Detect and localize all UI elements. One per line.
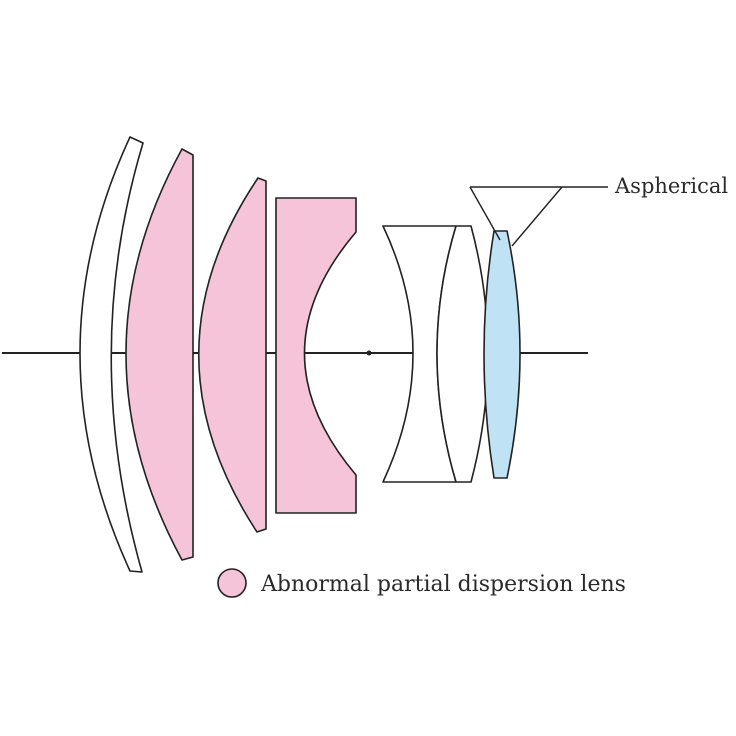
lens-element-2 bbox=[125, 148, 194, 561]
legend-swatch-abnormal-dispersion bbox=[217, 568, 247, 598]
aspherical-callout bbox=[469, 186, 608, 247]
callout-left-pointer bbox=[469, 186, 501, 241]
aperture-marker bbox=[366, 350, 372, 356]
lens-element-3 bbox=[198, 177, 267, 533]
lens-element-6 bbox=[436, 225, 489, 483]
legend-label: Abnormal partial dispersion lens bbox=[260, 572, 626, 597]
lens-element-7-aspherical bbox=[483, 230, 521, 479]
callout-right-pointer bbox=[511, 186, 563, 247]
aspherical-label: Aspherical bbox=[614, 174, 728, 198]
lens-element-1 bbox=[79, 136, 144, 573]
lens-element-4 bbox=[275, 197, 357, 514]
